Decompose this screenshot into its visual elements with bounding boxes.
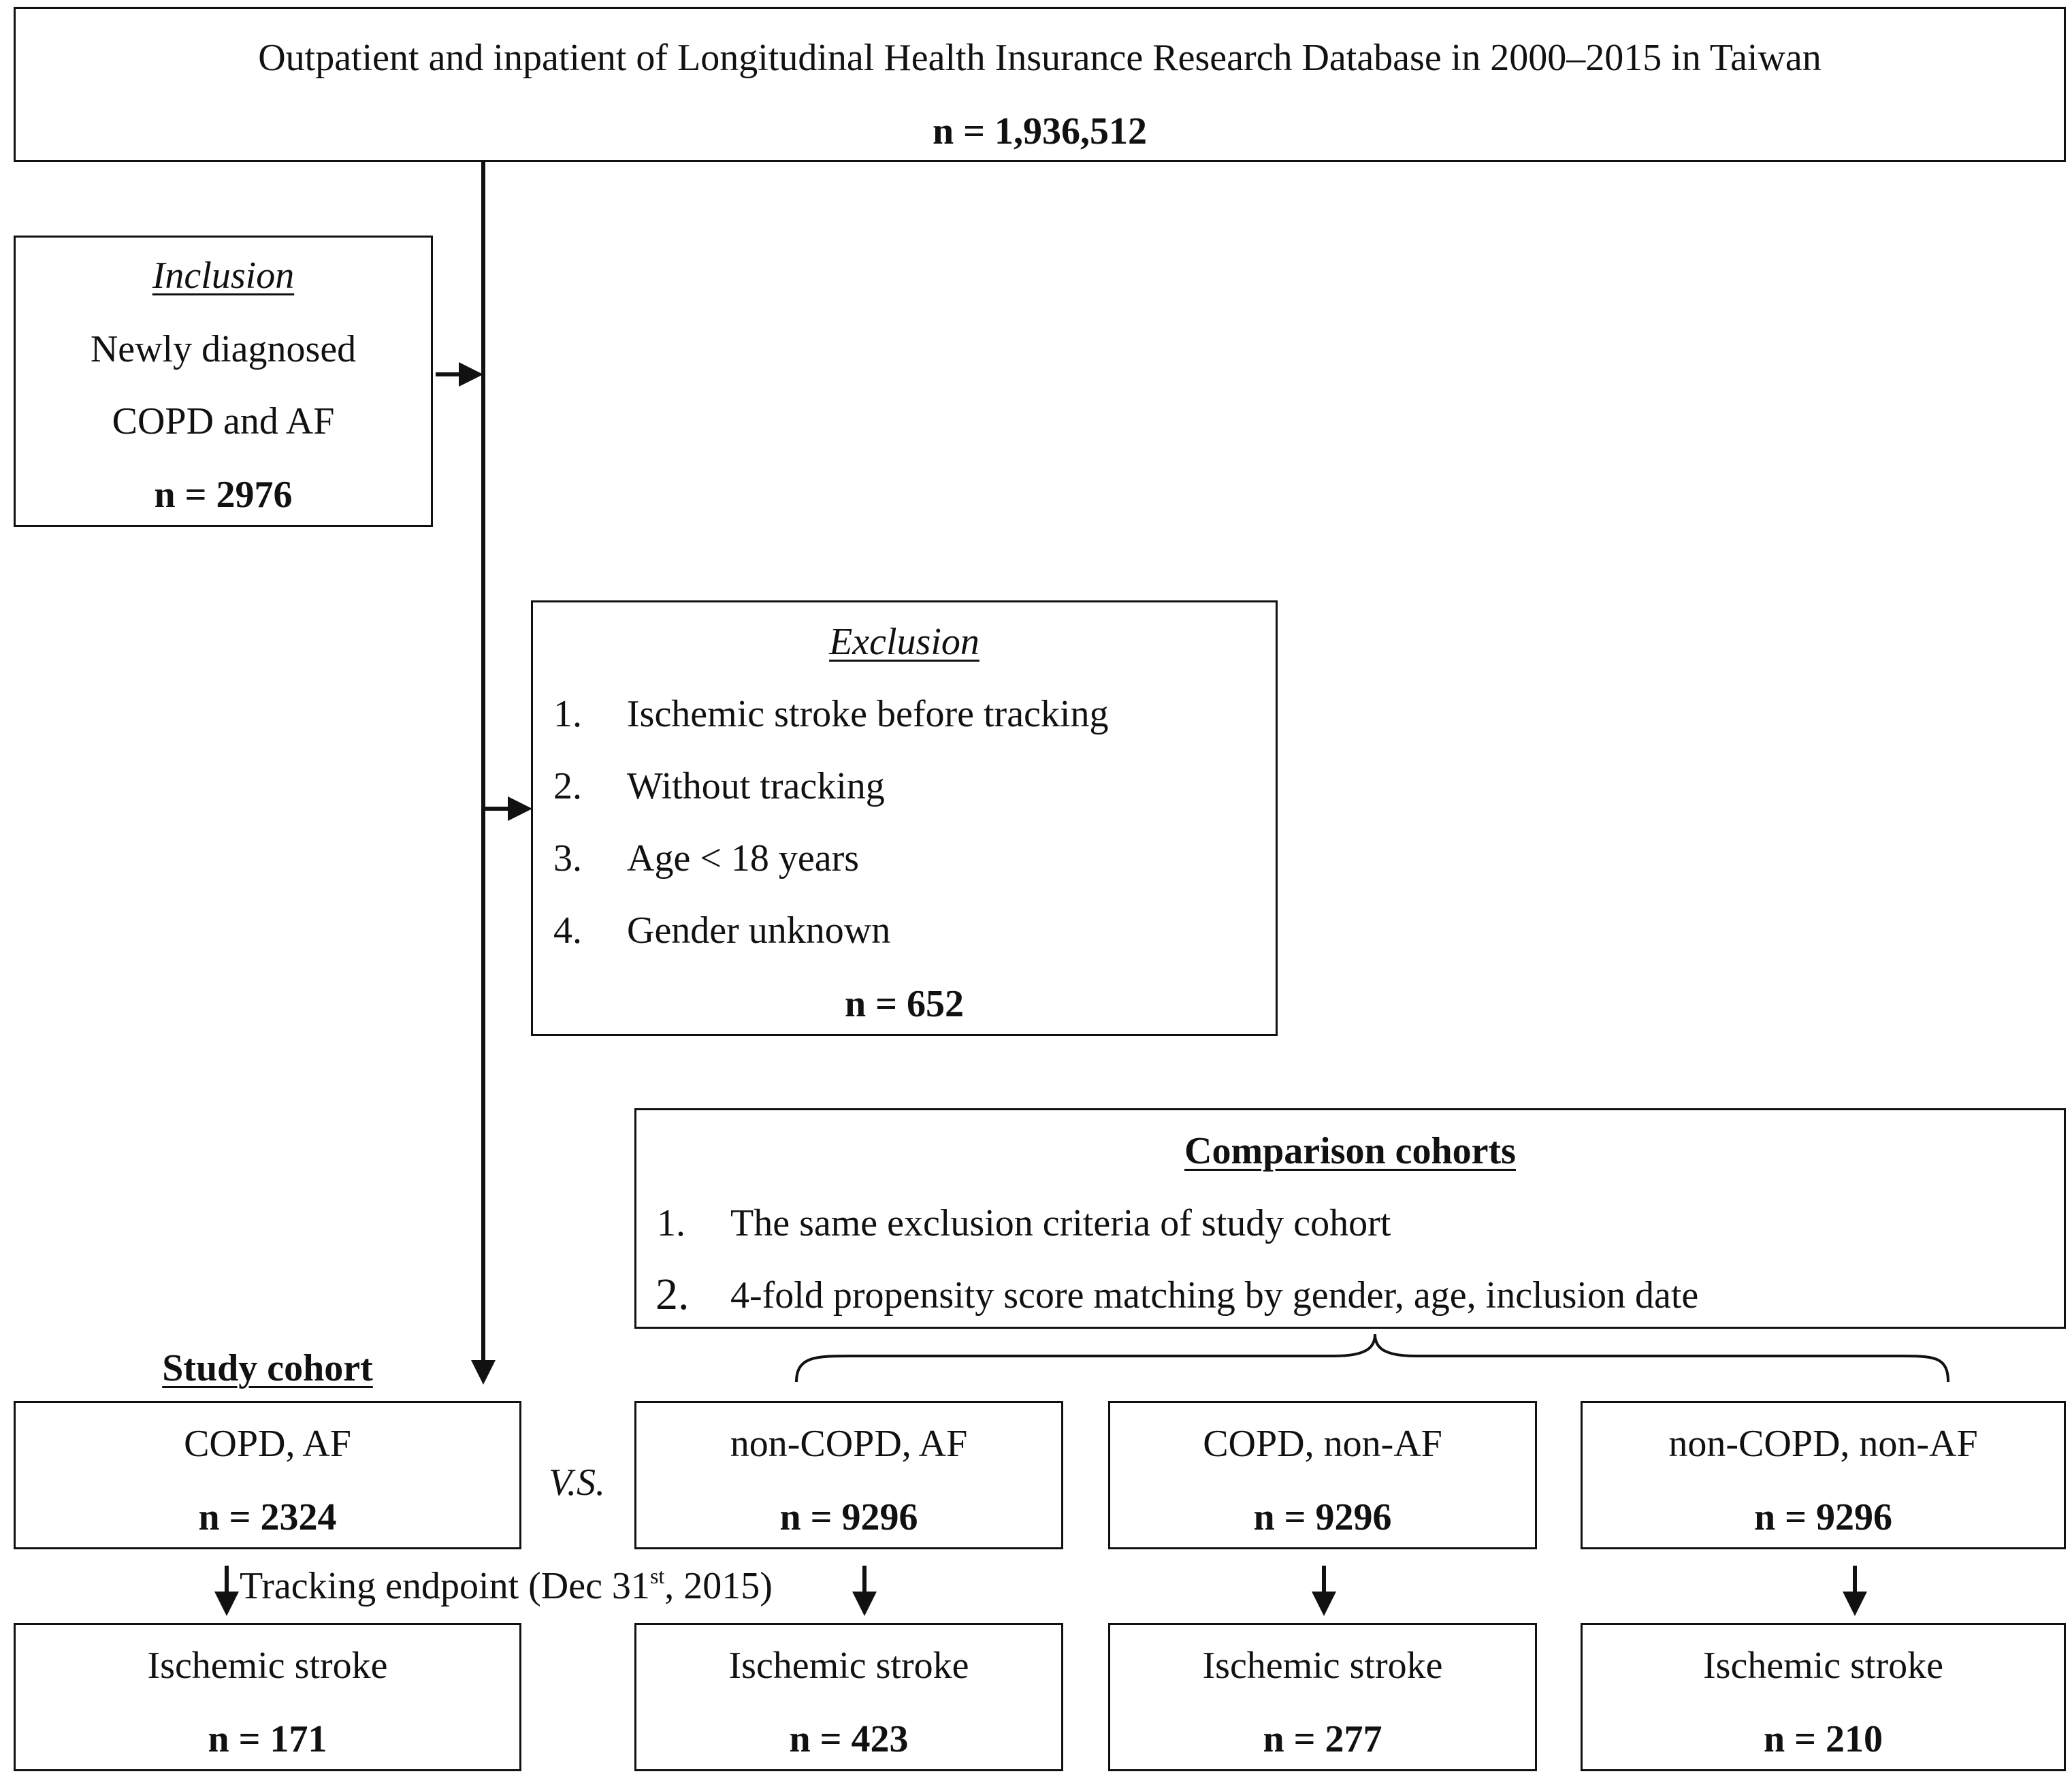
outcome-label: Ischemic stroke xyxy=(1703,1645,1943,1687)
source-count: n = 1,936,512 xyxy=(932,110,1148,152)
cohort-name: non-COPD, non-AF xyxy=(1668,1423,1978,1465)
comparison-num-2: 2. xyxy=(655,1270,690,1319)
exclusion-num-4: 4. xyxy=(553,909,582,952)
cohort-name: COPD, AF xyxy=(184,1423,351,1465)
exclusion-item-2: Without tracking xyxy=(627,765,885,807)
outcome-label: Ischemic stroke xyxy=(1202,1645,1443,1687)
exclusion-item-1: Ischemic stroke before tracking xyxy=(627,693,1109,735)
comparison-brace xyxy=(795,1334,1949,1383)
cohort-count: n = 9296 xyxy=(1253,1496,1392,1538)
outcome-count: n = 277 xyxy=(1263,1718,1382,1760)
outcome-box-noncopd-nonaf: Ischemic stroke n = 210 xyxy=(1581,1623,2066,1771)
cohort-box-copd-af: COPD, AF n = 2324 xyxy=(14,1401,521,1549)
inclusion-count: n = 2976 xyxy=(154,474,293,516)
inclusion-line-2: COPD and AF xyxy=(112,400,335,442)
exclusion-box: Exclusion 1. Ischemic stroke before trac… xyxy=(531,600,1278,1036)
outcome-box-copd-af: Ischemic stroke n = 171 xyxy=(14,1623,521,1771)
cohort-box-noncopd-nonaf: non-COPD, non-AF n = 9296 xyxy=(1581,1401,2066,1549)
inclusion-line-1: Newly diagnosed xyxy=(90,328,357,370)
outcome-count: n = 171 xyxy=(208,1718,327,1760)
exclusion-item-4: Gender unknown xyxy=(627,909,891,952)
tracking-suffix: , 2015) xyxy=(664,1565,773,1607)
outcome-box-copd-nonaf: Ischemic stroke n = 277 xyxy=(1108,1623,1537,1771)
cohort-count: n = 9296 xyxy=(1753,1496,1893,1538)
exclusion-item-3: Age < 18 years xyxy=(627,837,860,879)
outcome-count: n = 423 xyxy=(789,1718,909,1760)
source-title: Outpatient and inpatient of Longitudinal… xyxy=(258,37,1822,79)
inclusion-box: Inclusion Newly diagnosed COPD and AF n … xyxy=(14,236,433,527)
cohort-box-noncopd-af: non-COPD, AF n = 9296 xyxy=(634,1401,1063,1549)
study-cohort-label: Study cohort xyxy=(162,1347,373,1389)
comparison-num-1: 1. xyxy=(657,1202,685,1244)
exclusion-num-3: 3. xyxy=(553,837,582,879)
tracking-endpoint-label: Tracking endpoint (Dec 31st, 2015) xyxy=(240,1564,773,1607)
comparison-heading: Comparison cohorts xyxy=(1184,1130,1516,1172)
source-box: Outpatient and inpatient of Longitudinal… xyxy=(14,7,2066,162)
exclusion-count: n = 652 xyxy=(844,983,965,1025)
outcome-label: Ischemic stroke xyxy=(728,1645,969,1687)
inclusion-heading: Inclusion xyxy=(152,255,295,297)
vs-label: V.S. xyxy=(549,1462,605,1504)
comparison-box: Comparison cohorts 1. The same exclusion… xyxy=(634,1108,2066,1329)
outcome-box-noncopd-af: Ischemic stroke n = 423 xyxy=(634,1623,1063,1771)
exclusion-num-2: 2. xyxy=(553,765,582,807)
tracking-sup: st xyxy=(649,1564,665,1588)
cohort-count: n = 2324 xyxy=(198,1496,337,1538)
exclusion-num-1: 1. xyxy=(553,693,582,735)
cohort-name: COPD, non-AF xyxy=(1203,1423,1442,1465)
tracking-prefix: Tracking endpoint (Dec 31 xyxy=(240,1565,650,1607)
cohort-name: non-COPD, AF xyxy=(730,1423,968,1465)
comparison-item-1: The same exclusion criteria of study coh… xyxy=(730,1202,1391,1244)
cohort-count: n = 9296 xyxy=(779,1496,918,1538)
outcome-label: Ischemic stroke xyxy=(147,1645,388,1687)
comparison-item-2: 4-fold propensity score matching by gend… xyxy=(730,1274,1699,1317)
exclusion-heading: Exclusion xyxy=(829,621,980,663)
outcome-count: n = 210 xyxy=(1763,1718,1883,1760)
cohort-box-copd-nonaf: COPD, non-AF n = 9296 xyxy=(1108,1401,1537,1549)
